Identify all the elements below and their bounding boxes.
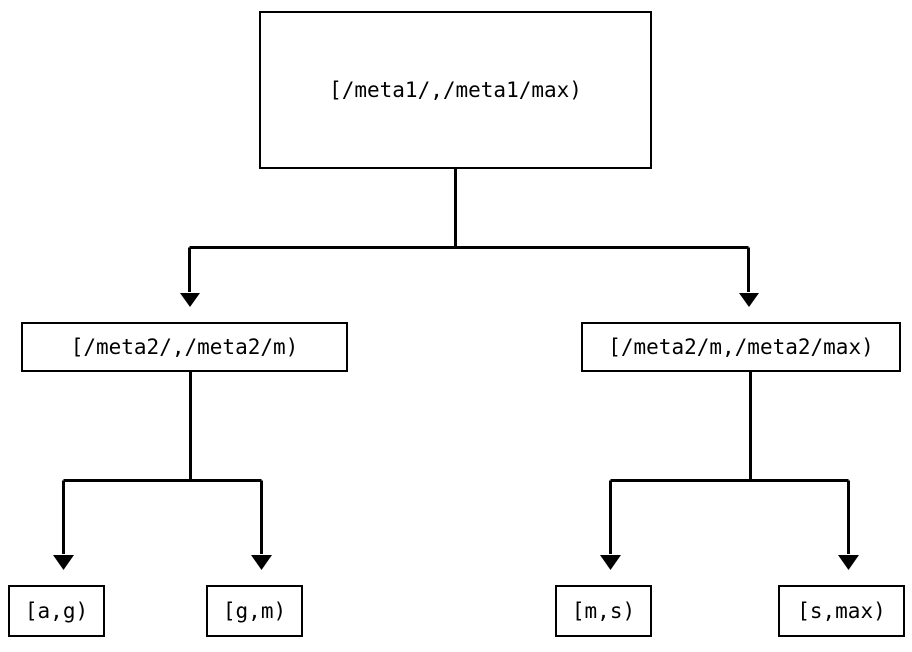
- arrowhead-icon-mid-left: [180, 293, 200, 307]
- arrowhead-icon-leaf-2: [251, 555, 272, 570]
- node-leaf-4[interactable]: [s,max): [778, 585, 905, 637]
- node-mid-right[interactable]: [/meta2/m,/meta2/max): [581, 322, 901, 372]
- node-leaf-4-label: [s,max): [797, 598, 886, 623]
- node-root[interactable]: [/meta1/,/meta1/max): [259, 11, 652, 169]
- node-root-label: [/meta1/,/meta1/max): [329, 77, 582, 102]
- arrowhead-icon-leaf-1: [53, 555, 74, 570]
- arrowhead-icon-leaf-3: [600, 555, 621, 570]
- node-mid-left-label: [/meta2/,/meta2/m): [70, 334, 299, 359]
- node-mid-right-label: [/meta2/m,/meta2/max): [608, 334, 874, 359]
- node-leaf-2-label: [g,m): [222, 598, 287, 623]
- node-leaf-1-label: [a,g): [24, 598, 89, 623]
- node-leaf-1[interactable]: [a,g): [8, 585, 105, 637]
- node-leaf-2[interactable]: [g,m): [206, 585, 303, 637]
- arrowhead-icon-mid-right: [739, 293, 759, 307]
- arrowhead-icon-leaf-4: [838, 555, 859, 570]
- node-mid-left[interactable]: [/meta2/,/meta2/m): [21, 322, 348, 372]
- node-leaf-3[interactable]: [m,s): [555, 585, 652, 637]
- node-leaf-3-label: [m,s): [571, 598, 636, 623]
